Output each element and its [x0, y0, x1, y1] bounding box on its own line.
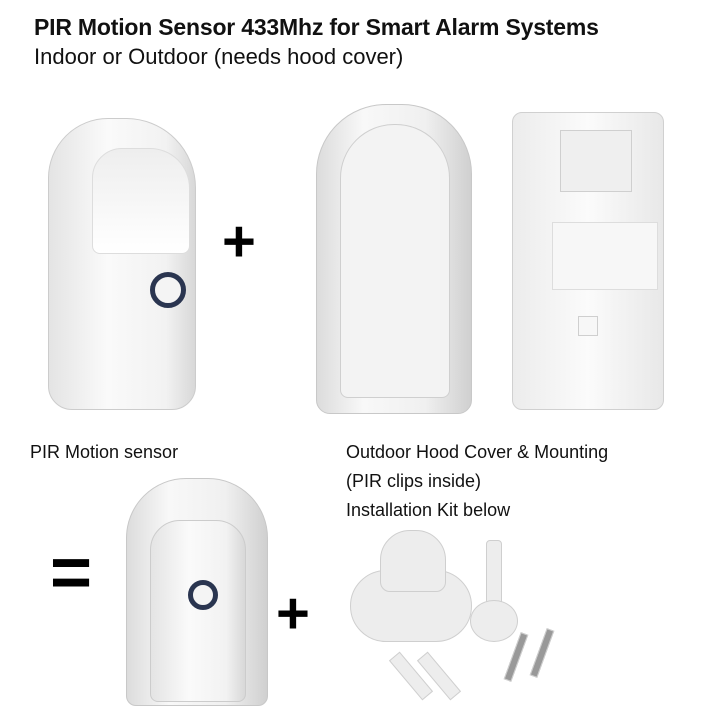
page-subtitle: Indoor or Outdoor (needs hood cover)	[34, 44, 404, 69]
equals-sign: =	[50, 533, 93, 613]
sensor-caption: PIR Motion sensor	[30, 442, 179, 462]
hood-caption-line-3: Installation Kit below	[346, 500, 511, 520]
hood-caption: Outdoor Hood Cover & Mounting (PIR clips…	[346, 438, 608, 525]
plus-sign: +	[222, 209, 256, 274]
hood-caption-line-1: Outdoor Hood Cover & Mounting	[346, 442, 609, 462]
hood-caption-line-2: (PIR clips inside)	[346, 471, 482, 491]
page-title: PIR Motion Sensor 433Mhz for Smart Alarm…	[34, 14, 599, 40]
plus-sign-2: +	[276, 581, 310, 646]
